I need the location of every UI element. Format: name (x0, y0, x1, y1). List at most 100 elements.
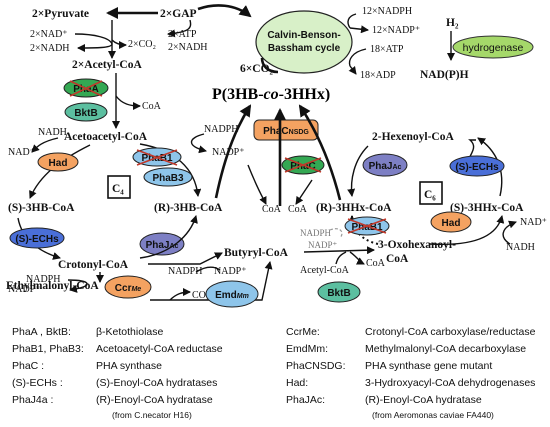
cofactor-nadp-dim: NADP⁺ (308, 240, 338, 250)
knockout-phab1-a (136, 149, 178, 166)
legend-left-desc-3: (S)-Enoyl-CoA hydratases (96, 377, 217, 389)
legend-right-desc-0: Crotonyl-CoA carboxylase/reductase (365, 326, 536, 338)
cofactor-nadph-12: 12×NADPH (362, 6, 412, 17)
c6-box (419, 181, 443, 205)
arrow-nadh-right (502, 220, 517, 245)
c4-label: C₄ (112, 183, 124, 195)
arrow-crotonyl-to-r3hb (139, 215, 198, 259)
arrow-oxohexanoyl-to-s3hhx (429, 215, 505, 246)
legend-left-desc-4: (R)-Enoyl-CoA hydratase (96, 394, 213, 406)
c4-box (107, 175, 131, 199)
arrow-ethylmalonyl-to-butyryl (150, 261, 273, 301)
metabolite-hexenoyl-coa: 2-Hexenoyl-CoA (372, 131, 454, 143)
calvin-cycle-label-2: Bassham cycle (268, 43, 341, 54)
knockout-phac (284, 157, 322, 173)
legend-right: CcrMe: Crotonyl-CoA carboxylase/reductas… (286, 326, 536, 420)
product-label: P(3HB-co-3HHx) (212, 86, 330, 103)
legend-left-desc-2: PHA synthase (96, 360, 162, 372)
enzyme-ccr (104, 275, 152, 299)
legend-right-desc-2: PHA synthase gene mutant (365, 360, 492, 372)
arrow-gap-atp (167, 19, 192, 38)
metabolite-butyryl-coa: Butyryl-CoA (224, 247, 289, 259)
legend-left-name-4: PhaJ4a : (12, 394, 53, 406)
enzyme-bktb (64, 102, 108, 122)
legend-right-desc-4: (R)-Enoyl-CoA hydratase (365, 394, 482, 406)
cofactor-co2-2: 2×CO₂ (128, 39, 156, 50)
cofactor-atp-18: 18×ATP (370, 44, 404, 55)
arrow-acetoacetyl-to-r3hb (139, 143, 202, 197)
cofactor-coa-1: CoA (142, 101, 162, 112)
enzyme-echs-left-label: (S)-ECHs (15, 234, 59, 245)
cofactor-nadh-2b: 2×NADH (168, 42, 208, 53)
enzyme-phaj-right (362, 153, 408, 177)
enzyme-phaj-left (139, 232, 185, 256)
cofactor-coa-2: CoA (262, 204, 282, 215)
legend-left-name-0: PhaA , BktB: (12, 326, 71, 338)
arrow-nadp-out (349, 25, 369, 34)
metabolite-acetoacetyl-coa: Acetoacetyl-CoA (64, 131, 148, 143)
knockout-phaa (69, 80, 103, 97)
enzyme-phab1-b-label: PhaB1 (351, 222, 383, 233)
cofactor-co2-emd: CO₂ (192, 290, 209, 301)
metabolite-co2-in: 6×CO₂ (240, 63, 274, 75)
cofactor-nadph-dim: NADPH (300, 228, 332, 238)
cofactor-nadp-emd: NADP⁺ (214, 266, 247, 277)
metabolite-nadph-out: NAD(P)H (420, 69, 469, 81)
arrow-nadph-ccr (67, 279, 88, 293)
legend-left-note: (from C.necator H16) (112, 410, 192, 420)
cofactor-nad-2-right: NAD⁺ (520, 217, 547, 228)
enzyme-phab3 (143, 167, 193, 187)
knockout-phab1-b (347, 218, 387, 234)
arrow-hexenoyl-to-r3hhx (347, 145, 369, 197)
arrow-co2-emd (169, 288, 191, 301)
enzyme-phaa-label: PhaA (73, 84, 99, 95)
arrow-adp-out (348, 65, 357, 75)
metabolite-s3hb-coa: (S)-3HB-CoA (8, 202, 75, 214)
enzyme-phac-label: PhaC (290, 161, 316, 172)
enzyme-phaj-left-label: PhaJAc (146, 240, 179, 251)
legend-right-name-4: PhaJAc: (286, 394, 325, 406)
enzyme-had-1 (37, 152, 79, 172)
arrow-atp-in (348, 48, 367, 67)
cofactor-nadh-2: 2×NADH (30, 43, 70, 54)
cofactor-nadph-left-2: NADPH (26, 274, 60, 285)
enzyme-emd-label: EmdMm (215, 290, 249, 301)
enzyme-phac-nsdg (253, 119, 319, 141)
cofactor-adp-18: 18×ADP (360, 70, 396, 81)
cofactor-nadh-1: NADH (38, 127, 67, 138)
arrow-nadph-emd (195, 266, 221, 273)
enzyme-had-2-label: Had (442, 218, 461, 229)
cofactor-coa-4: CoA (366, 258, 386, 269)
arrow-nadph-cofactor (190, 133, 207, 154)
legend-right-note: (from Aeromonas caviae FA440) (372, 410, 494, 420)
enzyme-echs-right (449, 155, 505, 177)
arrow-nadph-in (347, 13, 357, 29)
enzyme-phab3-label: PhaB3 (152, 173, 184, 184)
legend-left: PhaA , BktB: β-Ketothiolase PhaB1, PhaB3… (12, 326, 223, 420)
arrow-co2-to-cycle (260, 57, 279, 74)
enzyme-phab1-a-label: PhaB1 (141, 153, 173, 164)
arrow-coa-release-3 (295, 179, 313, 205)
metabolite-oxohexanoyl-1: 3-Oxohexanoyl- (378, 239, 456, 251)
legend-right-desc-1: Methylmalonyl-CoA decarboxylase (365, 343, 526, 355)
arrow-butyryl-to-oxohexanoyl (303, 246, 375, 255)
cofactor-nadh-right: NADH (506, 242, 535, 253)
enzyme-phaj-right-label: PhaJAc (369, 161, 402, 172)
metabolite-acetyl-coa-small: Acetyl-CoA (300, 265, 350, 276)
arrow-crotonyl-to-butyryl (148, 252, 223, 265)
legend-right-name-1: EmdMm: (286, 343, 328, 355)
legend-left-name-1: PhaB1, PhaB3: (12, 343, 84, 355)
legend-right-desc-3: 3-Hydroxyacyl-CoA dehydrogenases (365, 377, 535, 389)
enzyme-ccr-label: CcrMe (115, 283, 142, 294)
enzyme-phac-nsdg-label: PhaCNSDG (263, 126, 309, 137)
metabolite-oxohexanoyl-2: CoA (386, 253, 409, 265)
cofactor-nadp-left: NADP⁺ (8, 284, 41, 295)
metabolite-crotonyl-coa: Crotonyl-CoA (58, 259, 129, 271)
legend-right-name-0: CcrMe: (286, 326, 320, 338)
arrow-nad-release (31, 137, 59, 153)
cofactor-nadph-1: NADPH (204, 124, 238, 135)
metabolite-pyruvate: 2×Pyruvate (32, 8, 89, 20)
legend-right-name-3: Had: (286, 377, 308, 389)
